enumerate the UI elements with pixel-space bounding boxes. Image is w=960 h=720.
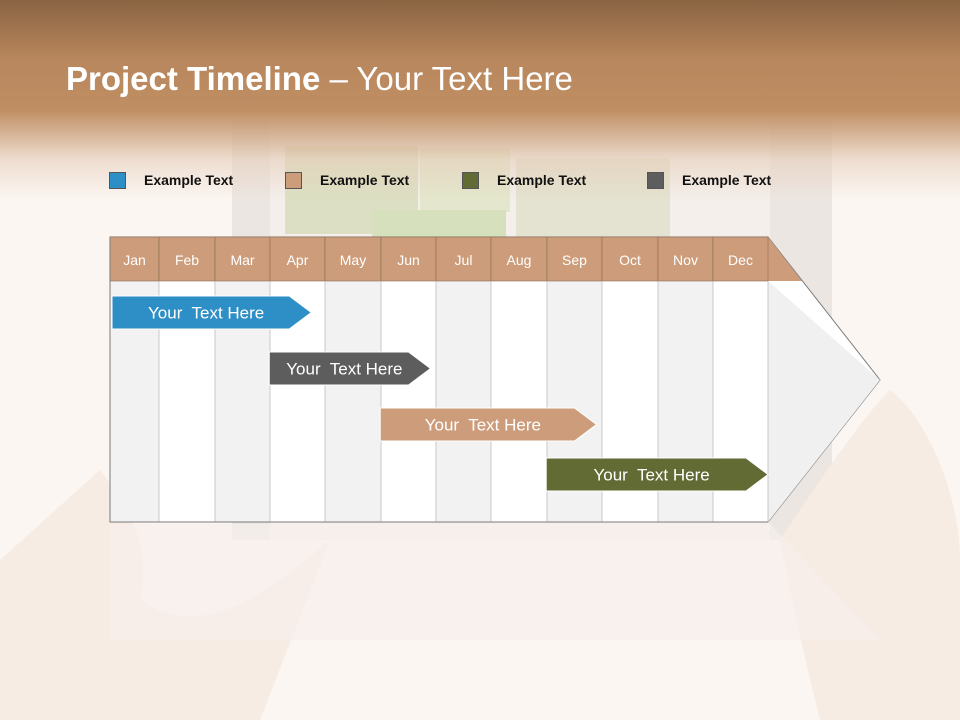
task-bar bbox=[111, 295, 313, 330]
month-header-label: Feb bbox=[175, 252, 199, 268]
month-header-cell bbox=[657, 236, 714, 282]
header-arrow-cap bbox=[768, 237, 802, 281]
legend-label: Example Text bbox=[682, 172, 772, 188]
task-label: Your Text Here bbox=[148, 304, 264, 323]
month-header-cell bbox=[490, 236, 548, 282]
month-header-label: Oct bbox=[619, 252, 641, 268]
month-header-cell bbox=[712, 236, 769, 282]
legend-swatch-olive bbox=[462, 171, 479, 189]
page-title: Project Timeline – Your Text Here bbox=[66, 60, 573, 98]
task-label: Your Text Here bbox=[425, 416, 541, 435]
month-header-label: Nov bbox=[673, 252, 698, 268]
month-header-cell bbox=[380, 236, 437, 282]
month-header-cell bbox=[214, 236, 271, 282]
month-header-label: Jan bbox=[123, 252, 146, 268]
legend-item-4: Example Text bbox=[647, 170, 771, 190]
task-bar bbox=[268, 351, 432, 386]
month-header-label: May bbox=[340, 252, 366, 268]
header-band bbox=[0, 0, 960, 200]
month-header-label: Aug bbox=[507, 252, 532, 268]
month-header-cell bbox=[546, 236, 603, 282]
month-column bbox=[436, 281, 491, 522]
legend-label: Example Text bbox=[497, 172, 587, 188]
task-bar bbox=[545, 457, 769, 492]
timeline-arrow-tip bbox=[768, 281, 880, 522]
task-label: Your Text Here bbox=[286, 360, 402, 379]
month-header-cell bbox=[435, 236, 492, 282]
task-label: Your Text Here bbox=[593, 466, 709, 485]
month-header-cell bbox=[269, 236, 326, 282]
task-bar bbox=[379, 407, 598, 442]
month-header-label: Sep bbox=[562, 252, 587, 268]
month-column bbox=[381, 281, 436, 522]
legend-label: Example Text bbox=[144, 172, 234, 188]
legend-swatch-gray bbox=[647, 171, 664, 189]
legend-item-3: Example Text bbox=[462, 170, 586, 190]
month-column bbox=[491, 281, 547, 522]
legend-item-1: Example Text bbox=[109, 170, 233, 190]
month-header-label: Mar bbox=[230, 252, 254, 268]
title-rest: – Your Text Here bbox=[320, 60, 573, 97]
month-header-label: Dec bbox=[728, 252, 753, 268]
month-header-label: Apr bbox=[287, 252, 309, 268]
month-header-label: Jul bbox=[455, 252, 473, 268]
month-header-cell bbox=[158, 236, 216, 282]
legend-swatch-blue bbox=[109, 171, 126, 189]
month-header-cell bbox=[324, 236, 382, 282]
month-header-label: Jun bbox=[397, 252, 420, 268]
month-header-cell bbox=[109, 236, 160, 282]
month-header-cell bbox=[601, 236, 659, 282]
title-bold: Project Timeline bbox=[66, 60, 321, 97]
legend-label: Example Text bbox=[320, 172, 410, 188]
legend-swatch-tan bbox=[285, 171, 302, 189]
month-column bbox=[325, 281, 381, 522]
tablet-reflection bbox=[110, 524, 880, 640]
legend-item-2: Example Text bbox=[285, 170, 409, 190]
